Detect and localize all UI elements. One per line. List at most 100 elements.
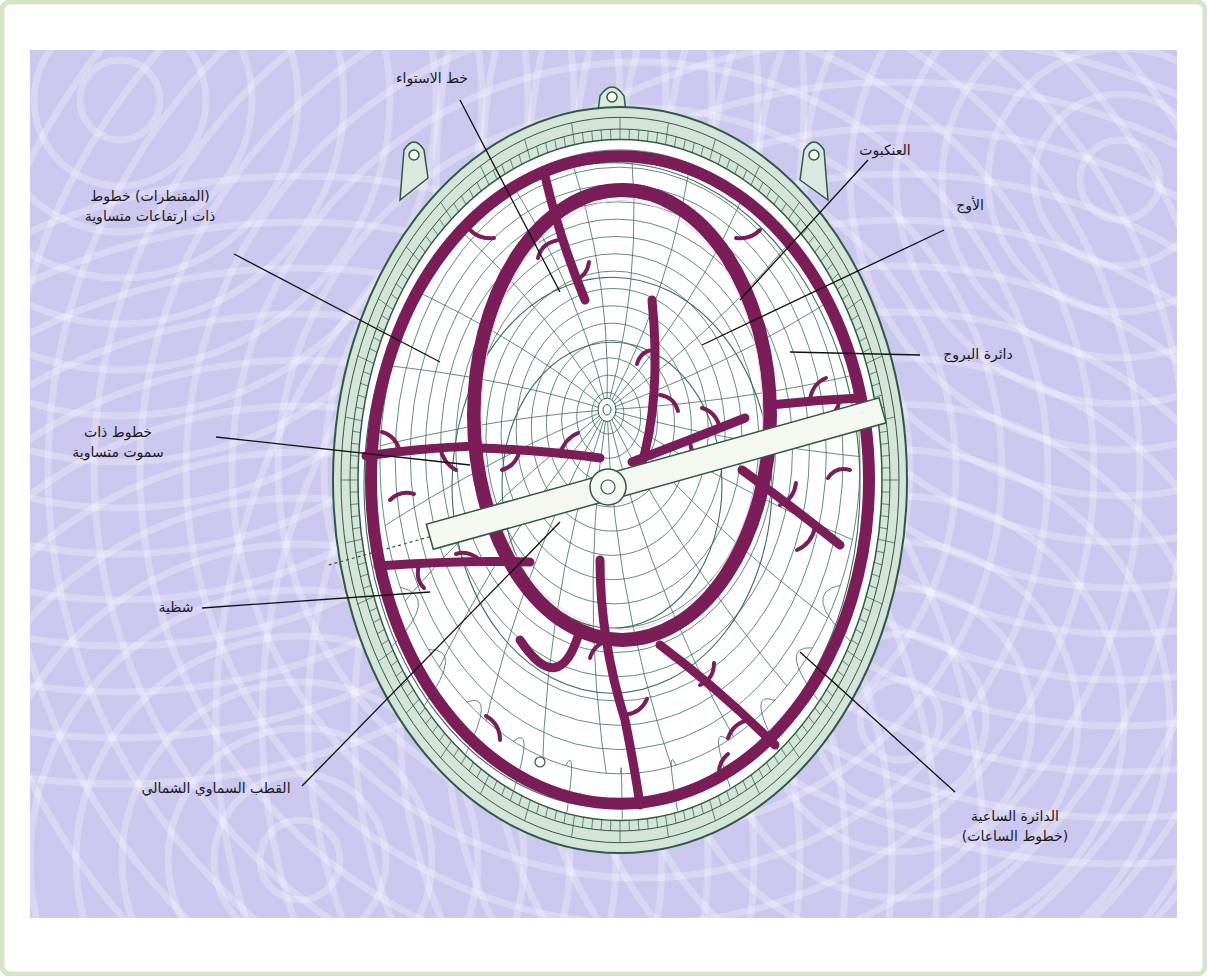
leader-line bbox=[302, 522, 560, 786]
degree-tick bbox=[601, 130, 603, 140]
degree-tick bbox=[582, 132, 583, 142]
azimuth-line bbox=[607, 186, 832, 410]
degree-tick bbox=[866, 356, 882, 364]
degree-tick bbox=[378, 299, 393, 310]
degree-tick bbox=[555, 139, 557, 149]
swirl-ring bbox=[94, 50, 1177, 918]
degree-tick bbox=[519, 155, 522, 165]
degree-tick bbox=[879, 431, 887, 432]
degree-tick bbox=[869, 585, 877, 588]
rete-arms bbox=[366, 176, 860, 805]
degree-tick bbox=[439, 733, 444, 741]
swirl-ring bbox=[140, 50, 1140, 918]
degree-tick bbox=[469, 189, 473, 198]
azimuth-line bbox=[470, 124, 607, 410]
degree-tick bbox=[610, 129, 611, 139]
degree-tick bbox=[815, 245, 821, 252]
degree-tick bbox=[735, 165, 739, 174]
part-label: خط الاستواء bbox=[396, 68, 468, 88]
degree-tick bbox=[795, 733, 800, 741]
degree-tick bbox=[802, 725, 808, 732]
degree-tick bbox=[493, 781, 497, 790]
leader-line bbox=[740, 160, 868, 300]
degree-tick bbox=[727, 159, 730, 169]
degree-tick bbox=[454, 748, 459, 756]
swirl-ring bbox=[34, 50, 206, 186]
leader-lines bbox=[202, 100, 955, 792]
degree-tick bbox=[461, 196, 466, 204]
part-label: الدائرة الساعية (خطوط الساعات) bbox=[949, 806, 1081, 847]
degree-tick bbox=[735, 786, 739, 795]
degree-tick bbox=[881, 503, 889, 505]
part-label: الأوج bbox=[956, 195, 984, 215]
degree-tick bbox=[373, 619, 380, 623]
hour-line bbox=[566, 760, 572, 813]
degree-tick bbox=[610, 820, 611, 830]
degree-tick bbox=[382, 640, 389, 645]
degree-tick bbox=[493, 170, 497, 179]
degree-tick bbox=[842, 660, 849, 666]
degree-tick bbox=[878, 539, 895, 543]
azimuth-line bbox=[320, 410, 607, 462]
swirl-ring bbox=[168, 728, 432, 918]
degree-tick bbox=[382, 315, 389, 320]
degree-tick bbox=[537, 146, 539, 156]
degree-scale bbox=[341, 117, 899, 842]
degree-tick bbox=[826, 264, 832, 270]
degree-tick bbox=[378, 650, 393, 661]
degree-tick bbox=[847, 299, 862, 310]
degree-tick bbox=[866, 596, 882, 604]
degree-tick bbox=[620, 821, 621, 843]
degree-tick bbox=[370, 349, 377, 353]
zenith-mark bbox=[603, 405, 611, 415]
degree-tick bbox=[821, 699, 834, 713]
degree-tick bbox=[808, 717, 814, 724]
degree-tick bbox=[701, 146, 703, 156]
degree-tick bbox=[360, 574, 368, 577]
degree-tick bbox=[859, 337, 866, 341]
degree-tick bbox=[837, 670, 844, 676]
degree-tick bbox=[350, 467, 358, 468]
degree-tick bbox=[874, 562, 882, 565]
degree-tick bbox=[879, 527, 887, 528]
degree-tick bbox=[510, 791, 513, 801]
degree-tick bbox=[647, 131, 649, 141]
star-pointers bbox=[382, 230, 850, 780]
degree-tick bbox=[718, 155, 721, 165]
degree-tick bbox=[391, 294, 398, 300]
azimuth-line bbox=[408, 186, 607, 410]
degree-tick bbox=[426, 236, 432, 243]
degree-tick bbox=[718, 796, 721, 806]
degree-tick bbox=[881, 516, 889, 517]
degree-tick bbox=[519, 796, 522, 806]
degree-tick bbox=[759, 769, 763, 778]
leader-line bbox=[800, 652, 955, 792]
swirl-ring bbox=[896, 50, 1177, 404]
degree-tick bbox=[665, 815, 668, 837]
plate bbox=[358, 139, 882, 820]
rete-pin bbox=[535, 757, 545, 767]
degree-tick bbox=[821, 247, 834, 261]
degree-tick bbox=[872, 574, 880, 577]
degree-tick bbox=[591, 131, 593, 141]
degree-tick bbox=[358, 356, 374, 364]
degree-tick bbox=[692, 807, 694, 817]
degree-tick bbox=[656, 817, 657, 827]
degree-tick bbox=[863, 608, 870, 612]
degree-tick bbox=[537, 804, 539, 814]
swirl-ring bbox=[30, 50, 1177, 918]
degree-tick bbox=[546, 807, 548, 817]
degree-tick bbox=[872, 383, 880, 386]
leader-line bbox=[216, 437, 470, 465]
degree-tick bbox=[620, 117, 621, 139]
degree-tick bbox=[855, 629, 862, 634]
degree-tick bbox=[788, 741, 799, 758]
degree-tick bbox=[345, 539, 362, 543]
degree-tick bbox=[591, 819, 593, 829]
leader-line bbox=[234, 254, 440, 362]
hour-line bbox=[718, 736, 730, 788]
degree-tick bbox=[863, 349, 870, 353]
degree-tick bbox=[582, 817, 583, 827]
part-label: خطوط ذات سموت متساوية bbox=[62, 422, 174, 463]
degree-tick bbox=[842, 294, 849, 300]
